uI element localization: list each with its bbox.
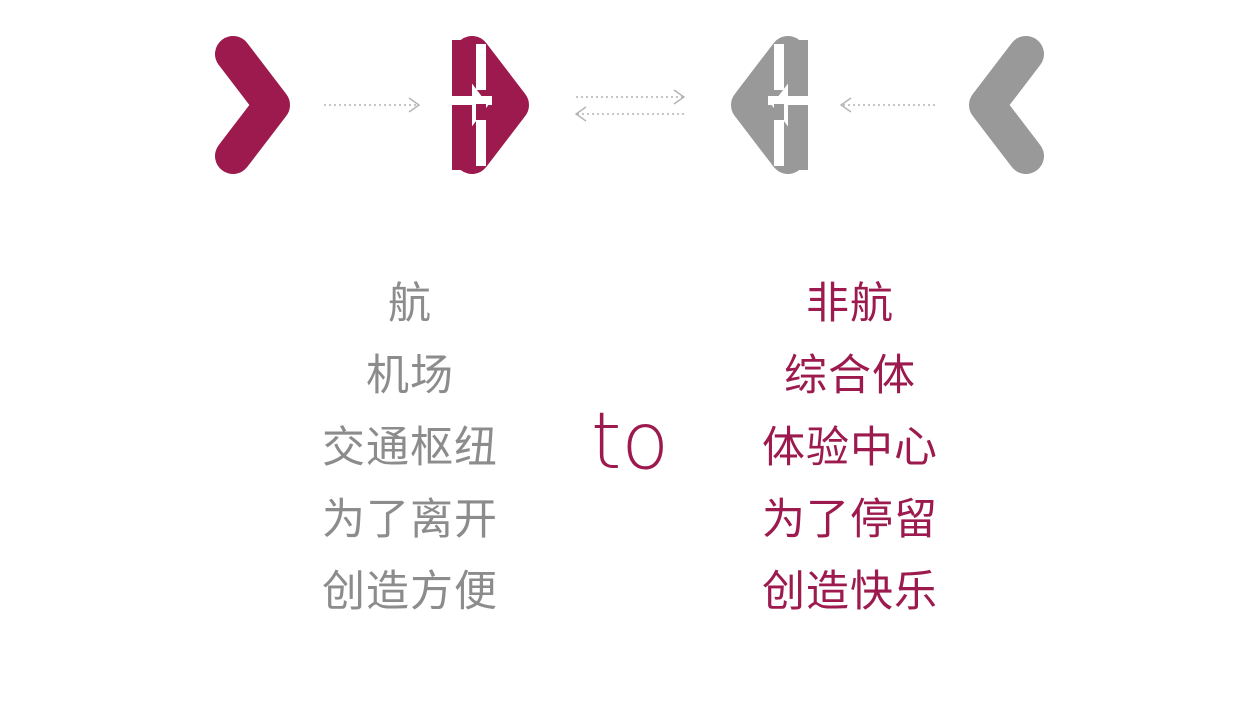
right-item: 为了停留 bbox=[762, 495, 938, 545]
left-item: 机场 bbox=[366, 351, 454, 401]
left-item: 航 bbox=[388, 279, 432, 329]
left-item: 交通枢纽 bbox=[322, 423, 498, 473]
arrow-exit-icon bbox=[731, 36, 808, 174]
right-item: 体验中心 bbox=[762, 423, 938, 473]
right-item: 综合体 bbox=[784, 351, 916, 401]
dotted-double-arrow-icon bbox=[576, 97, 684, 114]
left-item: 创造方便 bbox=[322, 567, 498, 617]
left-item: 为了离开 bbox=[322, 495, 498, 545]
right-concept-list: 非航 综合体 体验中心 为了停留 创造快乐 bbox=[730, 268, 970, 628]
right-item: 非航 bbox=[806, 279, 894, 329]
connector-word: to bbox=[590, 397, 670, 487]
chevron-left-icon bbox=[969, 36, 1044, 174]
symbol-diagram bbox=[215, 36, 1044, 174]
left-concept-list: 航 机场 交通枢纽 为了离开 创造方便 bbox=[290, 268, 530, 628]
right-item: 创造快乐 bbox=[762, 567, 938, 617]
arrow-enter-icon bbox=[452, 36, 529, 174]
chevron-right-icon bbox=[215, 36, 290, 174]
